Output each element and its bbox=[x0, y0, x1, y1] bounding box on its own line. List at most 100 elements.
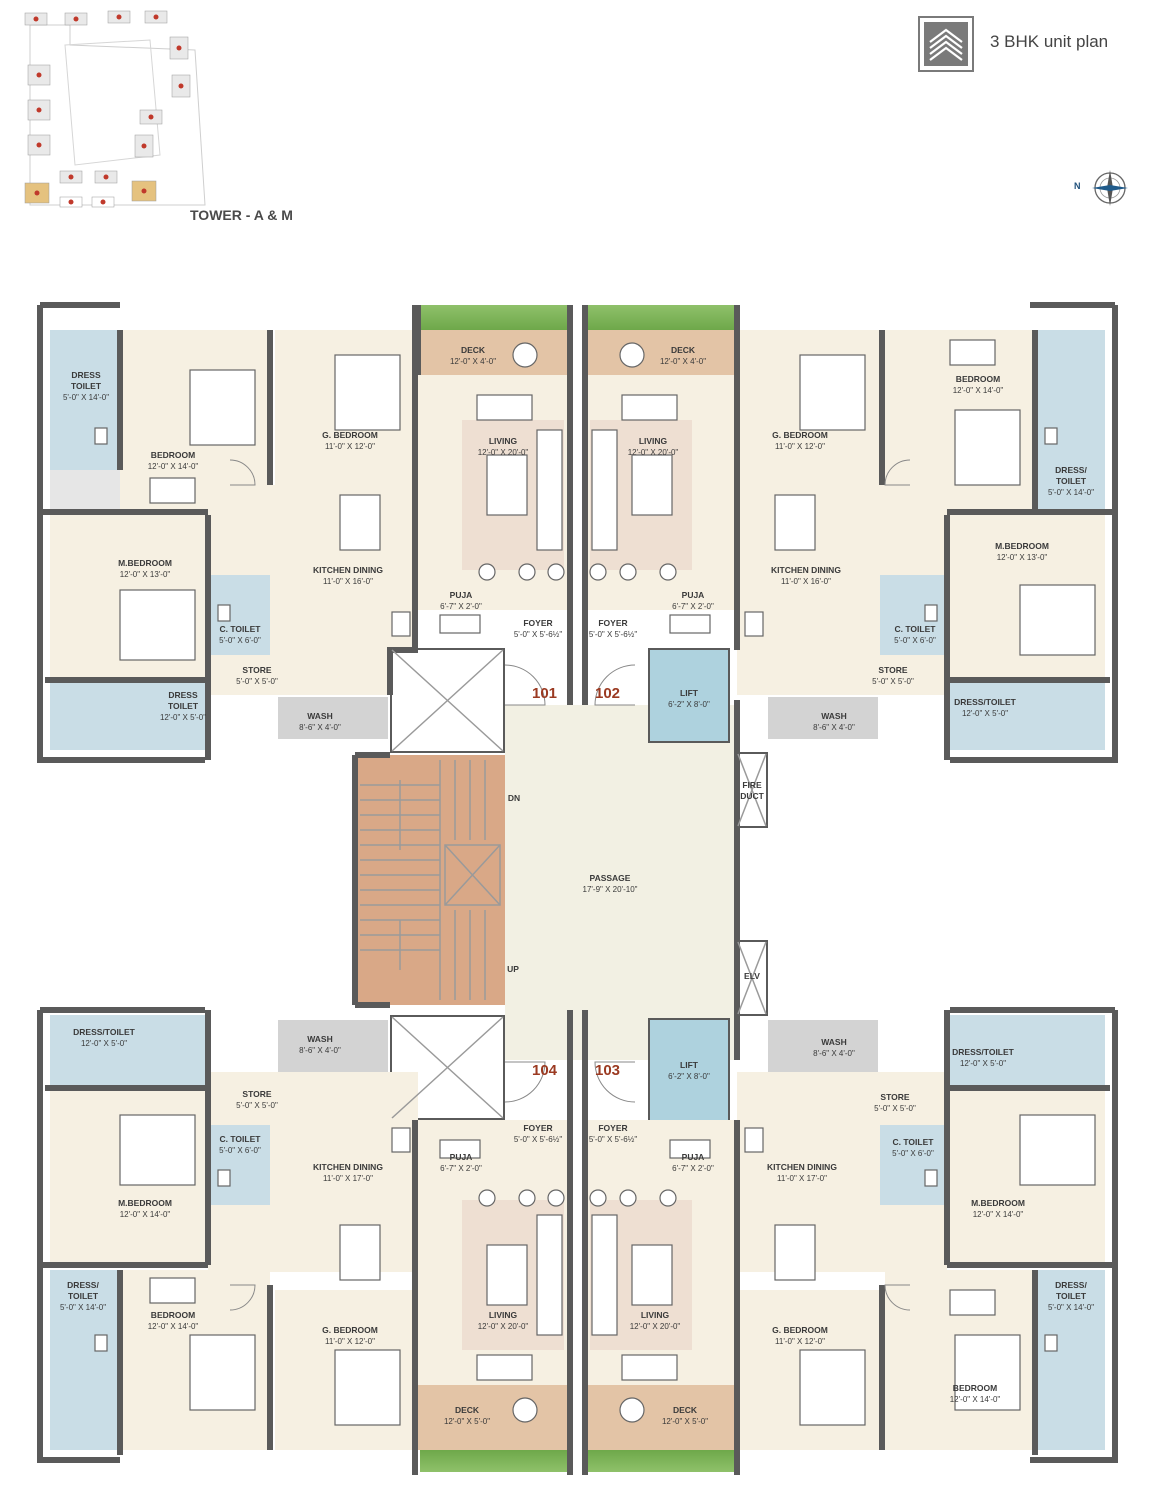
passage bbox=[505, 705, 735, 1060]
dress-toilet2-101 bbox=[50, 682, 205, 750]
deck-planter-101 bbox=[420, 305, 570, 330]
deck-103 bbox=[585, 1385, 737, 1450]
store-101 bbox=[208, 655, 278, 695]
dress-toilet2-102 bbox=[950, 682, 1105, 750]
wash-101 bbox=[278, 697, 388, 739]
dress-toilet2-104 bbox=[50, 1015, 205, 1087]
lift-top bbox=[648, 648, 730, 743]
site-keyplan bbox=[20, 5, 210, 215]
unit-number-101: 101 bbox=[532, 685, 558, 702]
deck-planter-104 bbox=[420, 1450, 570, 1472]
deck-102 bbox=[585, 330, 737, 375]
wash-104 bbox=[278, 1020, 388, 1072]
label-stair-dn: DN bbox=[507, 793, 521, 803]
label-elv: ELV bbox=[744, 971, 760, 981]
unit-number-102: 102 bbox=[595, 685, 621, 702]
c-toilet-104 bbox=[210, 1125, 270, 1205]
dress-toilet-103 bbox=[1035, 1270, 1105, 1450]
house-layers-icon bbox=[918, 16, 974, 72]
label-fire-duct: FIRE DUCT bbox=[740, 780, 764, 801]
c-toilet-103 bbox=[880, 1125, 945, 1205]
label-stair-up: UP bbox=[507, 964, 519, 974]
unit-number-104: 104 bbox=[532, 1062, 558, 1079]
compass-label: N bbox=[1074, 181, 1081, 191]
unit-number-103: 103 bbox=[595, 1062, 621, 1079]
dress-toilet2-103 bbox=[950, 1015, 1105, 1087]
deck-planter-102 bbox=[585, 305, 735, 330]
dress-toilet-102 bbox=[1035, 330, 1105, 510]
fire-duct bbox=[736, 752, 768, 828]
wash-102 bbox=[768, 697, 878, 739]
dress-toilet-104 bbox=[50, 1270, 120, 1450]
stair bbox=[355, 755, 505, 1005]
deck-planter-103 bbox=[585, 1450, 735, 1472]
wash-103 bbox=[768, 1020, 878, 1072]
tower-label: TOWER - A & M bbox=[190, 207, 293, 223]
plan-title: 3 BHK unit plan bbox=[990, 32, 1109, 51]
deck-101 bbox=[418, 330, 570, 375]
dress-grey-101 bbox=[50, 470, 120, 510]
lift-bottom bbox=[648, 1018, 730, 1123]
deck-104 bbox=[418, 1385, 570, 1450]
dress-toilet-101 bbox=[50, 330, 120, 470]
compass-icon bbox=[1090, 168, 1130, 208]
